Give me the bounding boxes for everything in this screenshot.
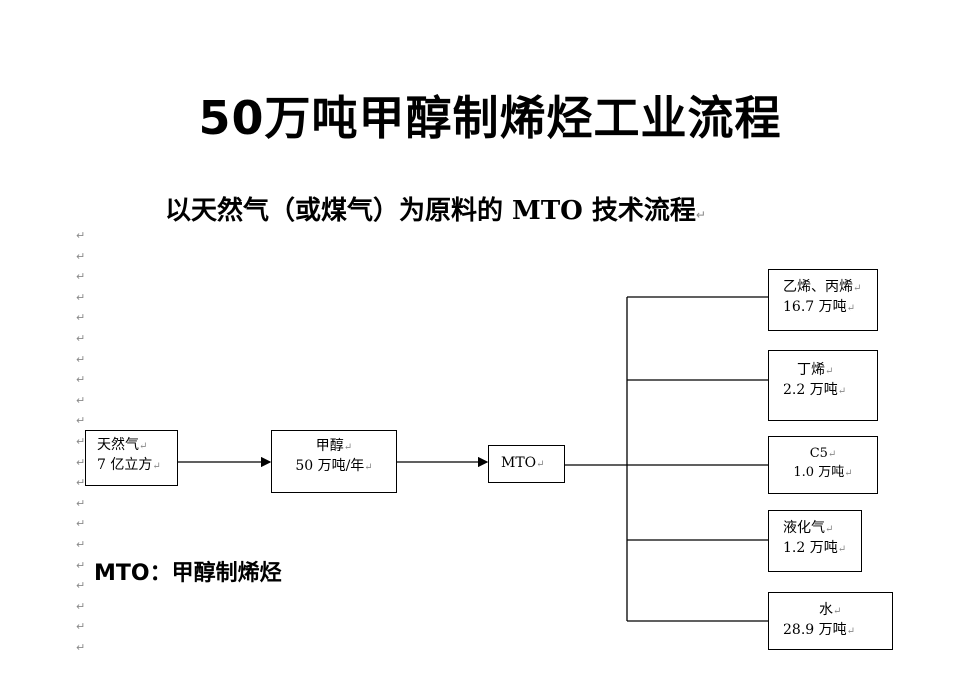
paragraph-mark: ↵: [846, 626, 856, 637]
natural-gas-amount: 7 亿立方: [97, 457, 153, 473]
paragraph-mark: ↵: [695, 208, 706, 222]
paragraph-mark: ↵: [76, 249, 86, 263]
product-amount: 1.0 万吨: [793, 465, 845, 480]
mto-label: MTO: [501, 455, 537, 471]
page-title: 50万吨甲醇制烯烃工业流程: [198, 91, 782, 145]
paragraph-mark: ↵: [76, 455, 86, 469]
paragraph-mark: ↵: [76, 434, 86, 448]
paragraph-mark: ↵: [76, 476, 86, 490]
product-name: 水: [819, 602, 833, 618]
paragraph-mark: ↵: [76, 311, 86, 325]
product-amount: 16.7 万吨: [783, 299, 847, 315]
product-amount: 2.2 万吨: [783, 382, 838, 398]
product-name: 乙烯、丙烯: [783, 279, 853, 295]
paragraph-mark: ↵: [76, 537, 86, 551]
paragraph-mark: ↵: [76, 331, 86, 345]
paragraph-mark: ↵: [825, 524, 834, 535]
product-name: C5: [809, 446, 828, 461]
paragraph-mark: ↵: [76, 414, 86, 428]
product-amount: 28.9 万吨: [783, 622, 847, 638]
paragraph-mark: ↵: [76, 599, 86, 613]
product-box-butene: 丁烯↵ 2.2 万吨↵: [768, 350, 878, 421]
paragraph-mark: ↵: [76, 579, 86, 593]
paragraph-mark: ↵: [76, 640, 86, 654]
natural-gas-label: 天然气: [97, 437, 139, 453]
product-name: 丁烯: [797, 362, 825, 378]
paragraph-mark: ↵: [536, 459, 545, 470]
paragraph-mark: ↵: [152, 461, 161, 472]
paragraph-mark: ↵: [76, 517, 86, 531]
paragraph-mark: ↵: [827, 449, 837, 460]
paragraph-mark: ↵: [837, 544, 847, 555]
paragraph-mark: ↵: [76, 290, 86, 304]
paragraph-mark: ↵: [76, 270, 86, 284]
product-name: 液化气: [783, 520, 825, 536]
product-box-water: 水↵ 28.9 万吨↵: [768, 592, 893, 650]
mto-box: MTO↵: [488, 445, 565, 483]
natural-gas-box: 天然气↵ 7 亿立方↵: [85, 430, 178, 486]
diagram-subtitle: 以天然气（或煤气）为原料的 MTO 技术流程↵: [165, 190, 706, 227]
paragraph-mark: ↵: [853, 283, 862, 294]
paragraph-mark: ↵: [76, 620, 86, 634]
mto-definition-note: MTO：甲醇制烯烃: [94, 561, 282, 586]
paragraph-mark: ↵: [364, 462, 373, 473]
product-amount: 1.2 万吨: [783, 540, 838, 556]
paragraph-mark: ↵: [846, 303, 856, 314]
paragraph-mark: ↵: [76, 352, 86, 366]
methanol-amount: 50 万吨/年: [295, 458, 365, 474]
paragraph-mark: ↵: [76, 496, 86, 510]
product-box-c5: C5↵ 1.0 万吨↵: [768, 436, 878, 494]
methanol-label: 甲醇: [315, 438, 344, 454]
paragraph-mark: ↵: [343, 442, 353, 453]
paragraph-mark: ↵: [844, 468, 853, 479]
paragraph-mark: ↵: [825, 366, 834, 377]
paragraph-mark: ↵: [76, 373, 86, 387]
paragraph-mark: ↵: [837, 386, 847, 397]
paragraph-mark: ↵: [139, 441, 148, 452]
paragraph-mark: ↵: [76, 558, 86, 572]
paragraph-mark: ↵: [833, 606, 842, 617]
paragraph-mark: ↵: [76, 229, 86, 242]
subtitle-text: 以天然气（或煤气）为原料的 MTO 技术流程: [165, 196, 696, 226]
paragraph-mark: ↵: [76, 393, 86, 407]
product-box-lpg: 液化气↵ 1.2 万吨↵: [768, 510, 862, 572]
methanol-box: 甲醇↵ 50 万吨/年↵: [271, 430, 397, 493]
paragraph-marks-column: ↵ ↵ ↵ ↵ ↵ ↵ ↵ ↵ ↵ ↵ ↵ ↵ ↵ ↵ ↵ ↵ ↵ ↵ ↵ ↵ …: [76, 226, 85, 658]
product-box-ethylene-propylene: 乙烯、丙烯↵ 16.7 万吨↵: [768, 269, 878, 331]
